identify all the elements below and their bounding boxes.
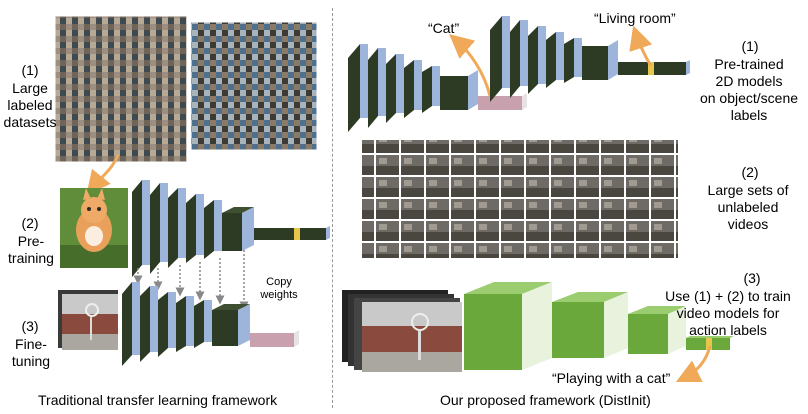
right-step1-number: (1) [741,38,759,54]
arrow-dataset-to-pretrain [86,154,120,196]
section-divider [332,8,333,408]
pretrain-cnn [132,180,330,277]
labeled-dataset-mosaic-1 [54,15,188,163]
unlabeled-videos-grid [362,140,678,258]
finetune-cnn [122,282,299,366]
object-cnn [348,44,527,132]
left-caption: Traditional transfer learning framework [38,392,278,408]
left-step2-number: (2) [21,215,39,231]
arrow-scene-to-living-room [629,25,653,67]
cat-label: “Cat” [428,20,460,36]
video-cnn-3d [464,282,734,370]
arrow-video-to-action [675,345,712,383]
left-step1-number: (1) [21,62,39,78]
right-step2-number: (2) [741,164,759,180]
left-step2-label: Pre- training [8,233,54,266]
living-room-label: “Living room” [594,10,676,26]
copy-weights-label: Copy weights [260,276,298,301]
labeled-dataset-mosaic-2 [190,21,318,151]
playing-with-cat-label: “Playing with a cat” [552,370,671,386]
right-step3-number: (3) [743,270,761,286]
left-step3-label: Fine- tuning [11,336,51,369]
scene-cnn [490,16,690,102]
right-step2-label: Large sets of unlabeled videos [707,182,789,232]
right-step1-label: Pre-trained 2D models on object/scene la… [699,56,799,123]
kitten-photo [60,188,128,268]
left-step1-label: Large labeled datasets [3,80,57,130]
arrow-object-to-cat [449,34,492,97]
left-step3-number: (3) [21,318,39,334]
finetune-video-frames [58,290,118,350]
right-caption: Our proposed framework (DistInit) [440,392,651,408]
right-step3-label: Use (1) + (2) to train video models for … [665,288,791,338]
action-video-frames [342,290,462,372]
copy-weights-arrows [133,250,249,311]
